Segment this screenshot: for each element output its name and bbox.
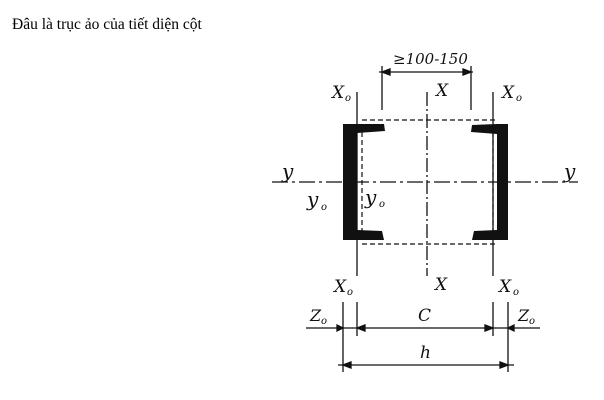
label-y0-inner-sub: o bbox=[379, 199, 385, 210]
label-y0-left: y bbox=[306, 187, 319, 211]
dimension-z0-c-z0 bbox=[306, 302, 540, 372]
dimension-h bbox=[338, 361, 514, 369]
question-text: Đâu là trục ảo của tiết diện cột bbox=[12, 16, 202, 33]
label-h: h bbox=[420, 343, 431, 363]
vertical-axes bbox=[356, 92, 494, 276]
left-channel bbox=[343, 124, 385, 240]
label-y-left: y bbox=[281, 159, 294, 183]
label-x0-bottom-right: X bbox=[497, 277, 512, 297]
label-x0-bottom-right-sub: o bbox=[513, 287, 519, 298]
label-x-top: X bbox=[434, 81, 449, 101]
spacing-dimension bbox=[379, 66, 473, 110]
label-x0-bottom-left-sub: o bbox=[347, 287, 353, 298]
spacing-label: ≥100-150 bbox=[393, 50, 468, 68]
label-y0-inner: y bbox=[364, 185, 377, 209]
label-z0-right-sub: o bbox=[529, 316, 535, 327]
label-c: C bbox=[418, 306, 431, 326]
label-x0-top-left: X bbox=[330, 83, 345, 103]
label-x-bottom: X bbox=[433, 275, 448, 295]
label-x0-top-right: X bbox=[500, 83, 515, 103]
label-y-right: y bbox=[563, 159, 576, 183]
label-x0-bottom-left: X bbox=[332, 277, 347, 297]
label-z0-left: Z bbox=[309, 306, 322, 325]
label-x0-top-left-sub: o bbox=[345, 93, 351, 104]
label-z0-right: Z bbox=[517, 306, 530, 325]
label-x0-top-right-sub: o bbox=[516, 93, 522, 104]
label-z0-left-sub: o bbox=[321, 316, 327, 327]
label-y0-left-sub: o bbox=[321, 202, 327, 213]
